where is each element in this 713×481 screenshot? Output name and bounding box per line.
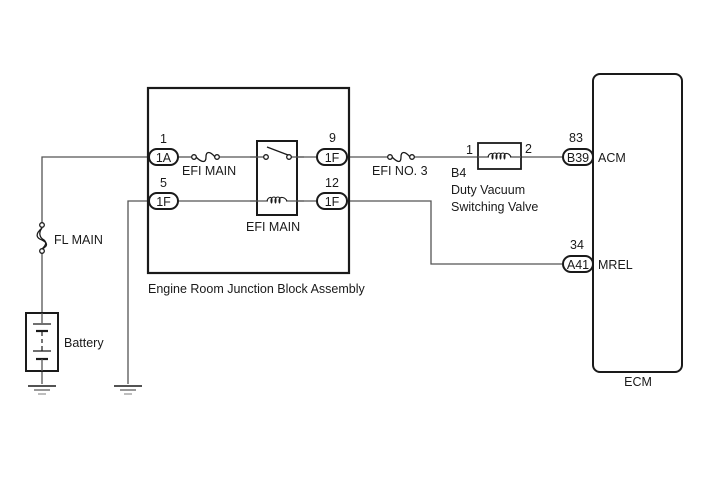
pin-number-12: 12 [325,176,339,190]
vsv-name-line2: Switching Valve [451,200,538,214]
connector-code: B39 [567,151,589,165]
efi-no3-fuse-icon [387,151,415,163]
connector-code: 1F [325,151,340,165]
ecm-box [592,73,683,373]
solenoid-coil-icon [487,152,512,160]
vsv-pin-1: 1 [466,143,473,157]
connector-code: 1F [156,195,171,209]
pin-number-34: 34 [570,238,584,252]
pin-number-5: 5 [160,176,167,190]
connector-ecm-b39: B39 [562,148,594,166]
ecm-signal-mrel: MREL [598,258,633,272]
wire-ground-to-jb-5 [127,200,150,384]
vsv-connector-label: B4 [451,166,466,180]
connector-jb-1a: 1A [148,148,179,166]
pin-number-1: 1 [160,132,167,146]
pin-number-9: 9 [329,131,336,145]
ground-icon-battery [28,385,56,395]
relay-switch-icon [263,146,292,160]
relay-coil-icon [266,196,288,204]
fl-main-fuse-icon [36,222,48,254]
efi-main-relay [250,140,304,216]
connector-ecm-a41: A41 [562,255,594,273]
wire-fl-main-to-jb-1a [41,156,150,225]
connector-code: 1A [156,151,172,165]
connector-jb-9: 1F [316,148,348,166]
pin-number-83: 83 [569,131,583,145]
ecm-signal-acm: ACM [598,151,626,165]
connector-code: 1F [325,195,340,209]
ecm-label: ECM [624,375,652,389]
connector-jb-5: 1F [148,192,179,210]
fl-main-fuse-label: FL MAIN [54,233,103,247]
ground-icon-relay-coil [114,385,142,395]
connector-code: A41 [567,258,589,272]
vsv-name-line1: Duty Vacuum [451,183,525,197]
junction-block-label: Engine Room Junction Block Assembly [148,282,366,296]
efi-main-fuse-label: EFI MAIN [182,164,236,178]
battery-label: Battery [64,336,104,350]
wire-12-to-a41 [347,200,562,265]
efi-main-relay-label: EFI MAIN [246,220,300,234]
vsv-pin-2: 2 [525,142,532,156]
junction-block-box [146,86,351,275]
battery-icon [25,312,59,372]
efi-main-fuse-icon [191,151,220,163]
connector-jb-12: 1F [316,192,348,210]
vsv-solenoid [477,142,522,170]
efi-no3-fuse-label: EFI NO. 3 [372,164,428,178]
